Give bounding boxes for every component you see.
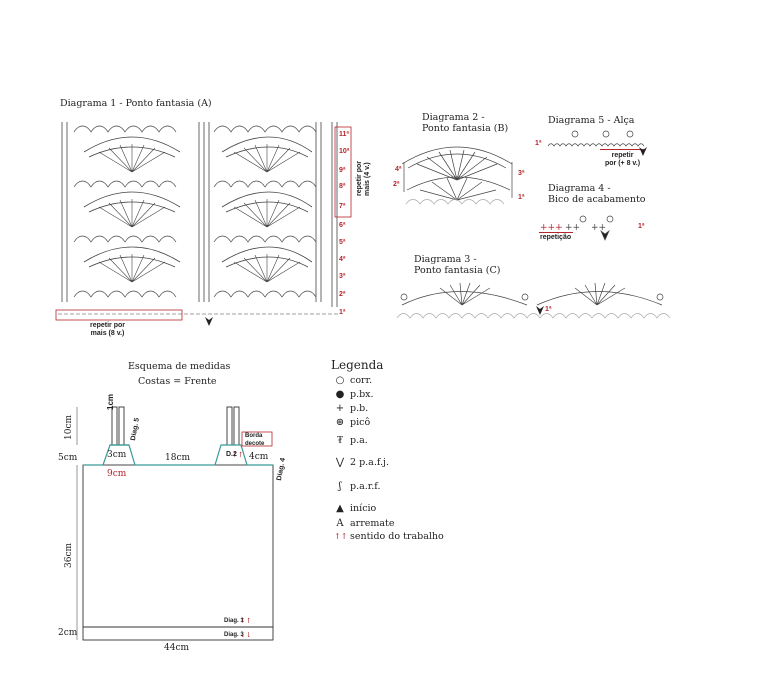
diagram1-title: Diagrama 1 - Ponto fantasia (A) (60, 98, 212, 109)
diagram4-title: Diagrama 4 - Bico de acabamento (548, 183, 646, 205)
start-arrow-icon (205, 317, 213, 326)
legend-list: ○ corr. ● p.bx. + p.b. ⊛ picô ₮ p.a. ⋁ 2 p.a.f… (334, 375, 464, 550)
legend-label: picô (350, 417, 371, 428)
row-number: 5ª (339, 239, 346, 246)
row-number: 2ª (339, 291, 346, 298)
legend-item: + p.b. (334, 403, 368, 414)
legend-label: corr. (350, 375, 373, 386)
legend-label: p.b. (350, 403, 369, 414)
diagram2-row: 2ª (393, 181, 400, 188)
legend-label: p.a. (350, 435, 368, 446)
cm2-label: 2cm (58, 628, 78, 638)
legend-item: ○ corr. (334, 375, 372, 386)
legend-label: 2 p.a.f.j. (350, 457, 390, 468)
strap-width-label: 1cm (106, 393, 115, 410)
legend-label: p.a.r.f. (350, 481, 381, 492)
diagram1-repeat-side: repetir por mais (4 v.) (356, 160, 371, 196)
diagram3-chart (396, 282, 671, 319)
row-number: 3ª (339, 273, 346, 280)
svg-text:++: ++ (565, 223, 580, 233)
row-number: 6ª (339, 222, 346, 229)
diagram5-row: 1ª (535, 140, 542, 147)
cm9-label: 9cm (107, 469, 127, 479)
row-number: 10ª (339, 148, 350, 155)
start-arrow-icon: ▲ (336, 503, 344, 514)
diagram1-repeat-bottom: repetir por mais (8 v.) (90, 322, 126, 337)
legend-item: ▲ início (334, 503, 376, 514)
diag1-label: Diag. 1 (224, 618, 244, 624)
strap-height-label: 10cm (64, 414, 74, 440)
diagram4-chart: +++ ++ ++ (539, 215, 614, 241)
diagram4-row: 1ª (638, 223, 645, 230)
diagram2-chart (401, 146, 513, 205)
legend-item: ⊛ picô (334, 417, 370, 428)
diag3-label: Diag. 3 (224, 632, 244, 638)
top-left-label: 5cm (58, 453, 78, 463)
schema-subtitle: Costas = Frente (138, 376, 217, 387)
finish-arrow-icon: A (336, 518, 344, 529)
legend-item: ⋁ 2 p.a.f.j. (334, 457, 389, 468)
svg-text:+++: +++ (540, 223, 563, 233)
schema-drawing: ↑↑ ↓↓ ↑↑ (76, 406, 274, 641)
diagram2-row: 4ª (395, 166, 402, 173)
row-number: 1ª (339, 309, 346, 316)
slip-stitch-icon: ● (335, 389, 345, 400)
row-number: 8ª (339, 183, 346, 190)
direction-arrows-icon: ↑↑ (334, 532, 348, 541)
cm36-label: 36cm (64, 542, 74, 568)
diagram2-row: 1ª (518, 194, 525, 201)
cm44-label: 44cm (164, 643, 190, 653)
two-dc-together-icon: ⋁ (335, 457, 345, 468)
picot-icon: ⊛ (335, 417, 345, 428)
svg-text:↑↑: ↑↑ (232, 451, 244, 459)
legend-item: ● p.bx. (334, 389, 374, 400)
legend-label: sentido do trabalho (350, 531, 444, 542)
diagram5-repeat: repetir por (+ 8 v.) (605, 152, 641, 167)
diagram5-title: Diagrama 5 - Alça (548, 115, 635, 126)
legend-label: início (350, 503, 377, 514)
legend-label: p.bx. (350, 389, 374, 400)
front-post-dc-icon: ʃ (338, 481, 342, 492)
diagram3-title: Diagrama 3 - Ponto fantasia (C) (414, 254, 501, 276)
diagram2-title: Diagrama 2 - Ponto fantasia (B) (422, 112, 509, 134)
svg-text:↑↑: ↑↑ (240, 617, 252, 625)
d2-label: D.2 (226, 451, 237, 458)
schema-title: Esquema de medidas (128, 361, 231, 372)
cm18-label: 18cm (165, 453, 191, 463)
cm3-label: 3cm (107, 450, 127, 460)
legend-item: ʃ p.a.r.f. (334, 481, 381, 492)
svg-text:++: ++ (591, 223, 606, 233)
row-number: 7ª (339, 203, 346, 210)
legend-item: ↑↑sentido do trabalho (334, 531, 444, 542)
row-number: 4ª (339, 256, 346, 263)
legend-label: arremate (350, 518, 395, 529)
diagram5-chart (547, 130, 647, 156)
diagram2-row: 3ª (518, 170, 525, 177)
diagram1-chart (55, 122, 352, 326)
dc-columns (61, 122, 322, 302)
diagram3-row: 1ª (545, 306, 552, 313)
row-number: 9ª (339, 167, 346, 174)
diagram4-repeat: repetição (540, 234, 572, 241)
chain-icon: ○ (335, 375, 345, 386)
cm4-label: 4cm (249, 452, 269, 462)
borda-label: Borda decote (245, 433, 265, 447)
legend-title: Legenda (331, 358, 384, 372)
legend-item: ₮ p.a. (334, 435, 368, 446)
single-crochet-icon: + (335, 403, 345, 414)
row-number: 11ª (339, 131, 349, 138)
svg-text:↓↓: ↓↓ (240, 631, 252, 639)
double-crochet-icon: ₮ (336, 435, 344, 446)
